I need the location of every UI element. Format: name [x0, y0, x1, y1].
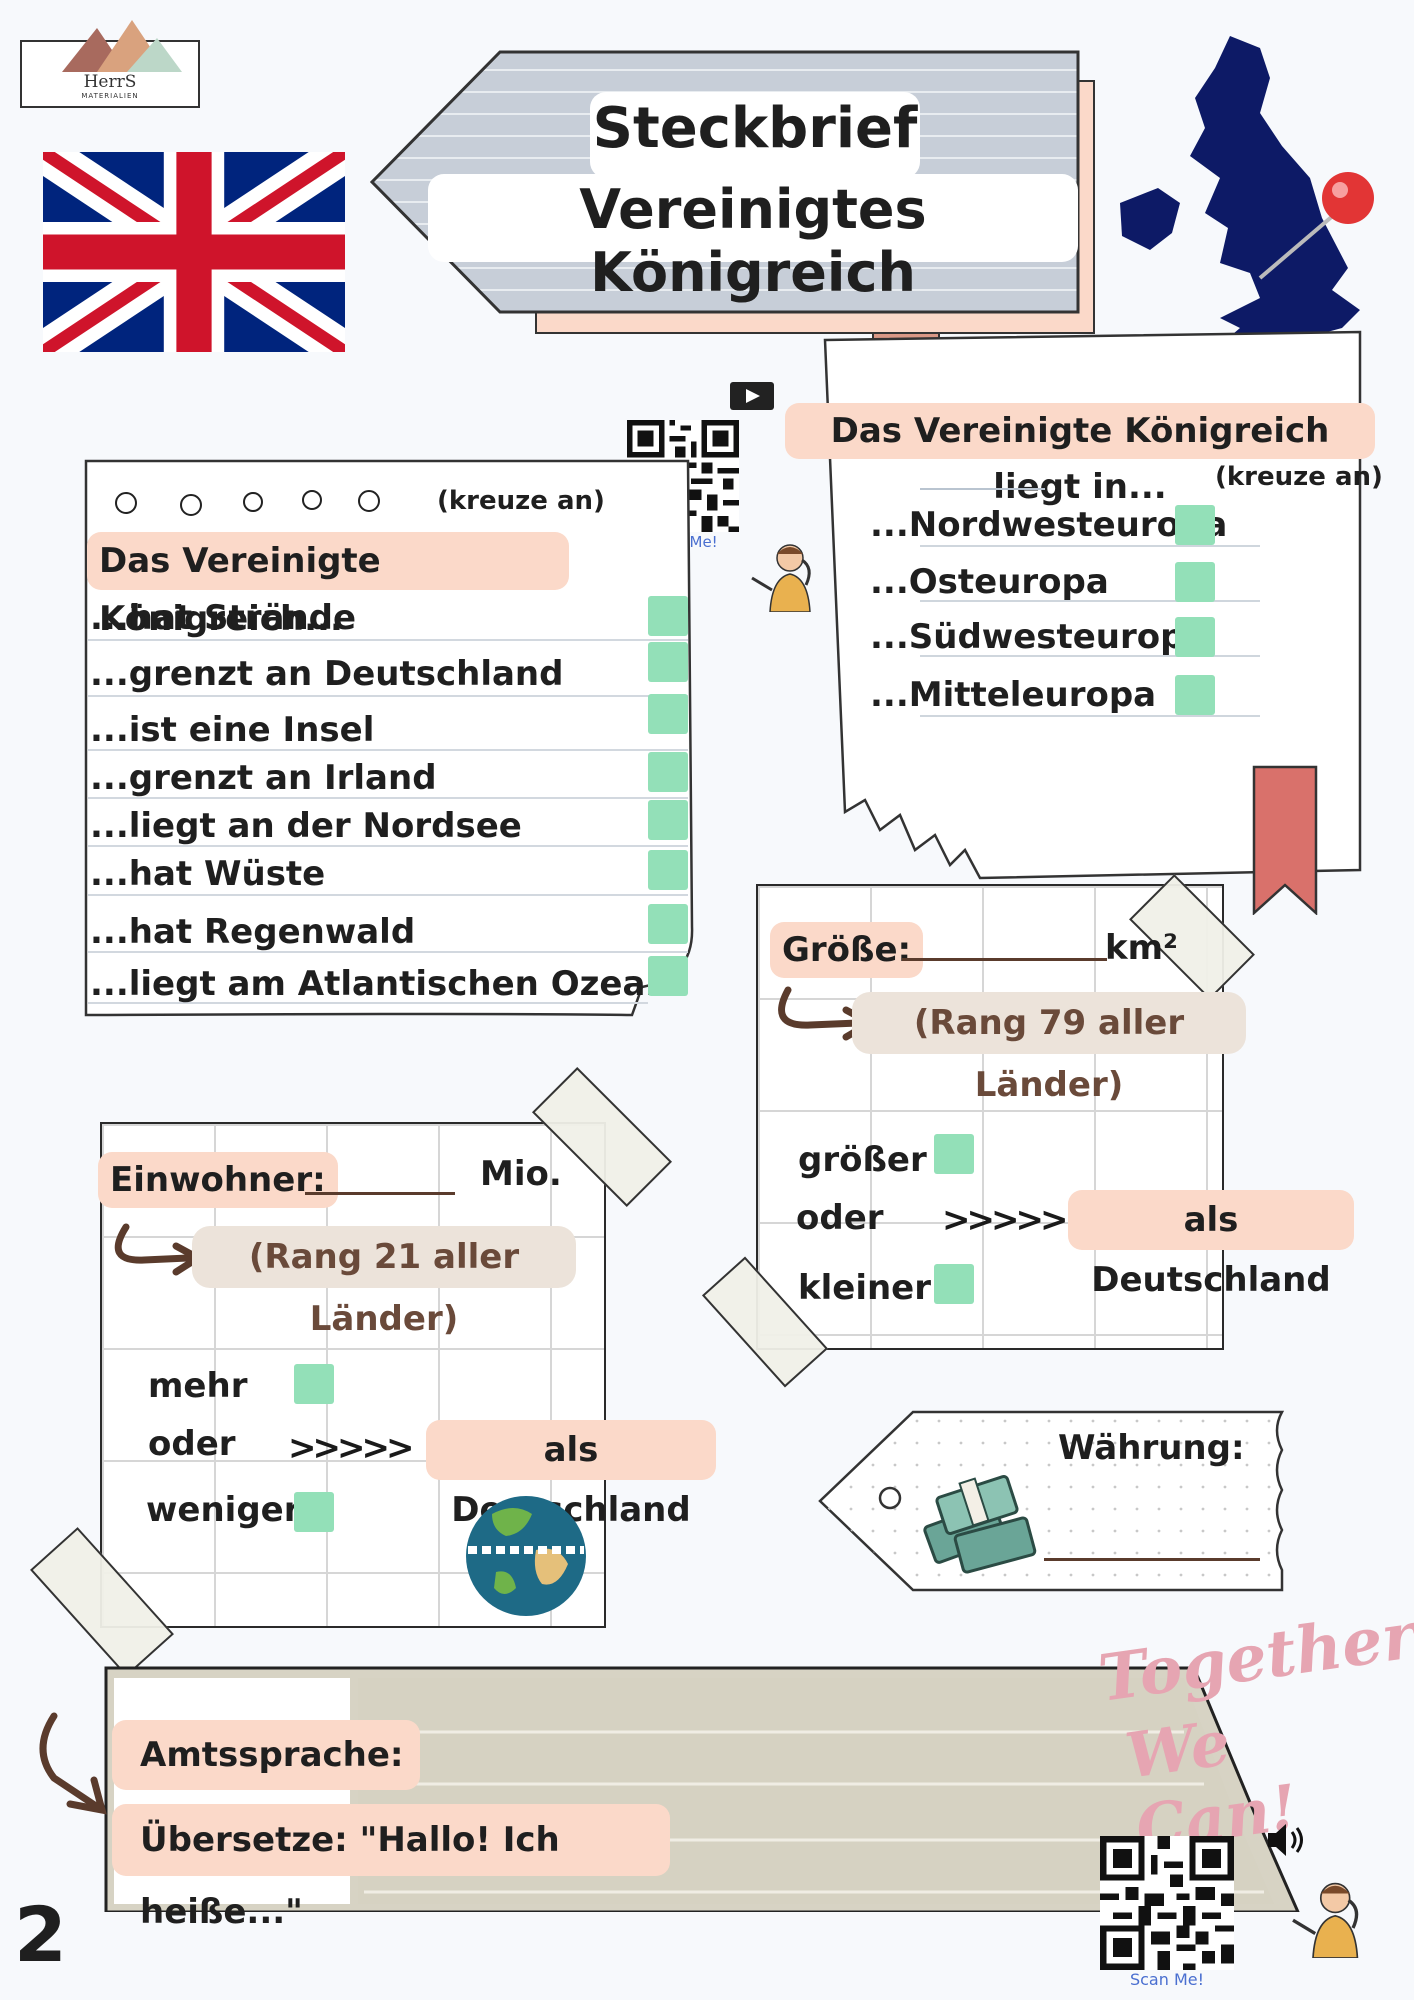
checkbox-nordwesteuropa[interactable]	[1175, 505, 1215, 545]
location-rule	[920, 600, 1260, 602]
population-more: mehr	[148, 1366, 248, 1406]
fact-checkbox[interactable]	[648, 956, 688, 996]
facts-rule	[88, 749, 688, 751]
currency-label: Währung:	[1058, 1428, 1245, 1468]
population-or: oder	[148, 1424, 236, 1464]
facts-list: ...hat Strände ...grenzt an Deutschland …	[88, 594, 700, 1014]
speaker-icon	[1268, 1824, 1303, 1856]
fact-item: ...grenzt an Irland	[90, 758, 437, 798]
page-number: 2	[14, 1890, 67, 1979]
title-line2: Vereinigtes Königreich	[579, 178, 927, 304]
globe-people-icon	[466, 1496, 586, 1616]
size-smaller: kleiner	[798, 1268, 932, 1308]
fact-item: ...hat Regenwald	[90, 912, 416, 952]
checkbox-suedwesteuropa[interactable]	[1175, 617, 1215, 657]
circle-dot	[358, 490, 380, 512]
fact-checkbox[interactable]	[648, 694, 688, 734]
facts-rule	[88, 639, 688, 641]
population-label: Einwohner:	[98, 1152, 338, 1208]
fact-item: ...grenzt an Deutschland	[90, 654, 564, 694]
uk-map-icon	[1120, 36, 1374, 373]
union-jack-flag-icon	[43, 152, 345, 352]
qr-bottom-label: Scan Me!	[1129, 1970, 1205, 1989]
facts-rule	[88, 951, 688, 953]
fact-checkbox[interactable]	[648, 596, 688, 636]
fact-checkbox[interactable]	[648, 904, 688, 944]
facts-rule	[88, 894, 688, 896]
circle-dot	[302, 490, 322, 510]
fact-item: ...liegt an der Nordsee	[90, 806, 522, 846]
checkbox-bigger[interactable]	[934, 1134, 974, 1174]
size-label: Größe:	[770, 922, 924, 978]
size-answer-line[interactable]	[902, 958, 1107, 961]
logo: HerrS MATERIALIEN	[20, 20, 200, 108]
population-answer-line[interactable]	[305, 1192, 455, 1195]
location-rule	[920, 545, 1260, 547]
curved-arrow-icon	[39, 1712, 107, 1815]
location-paper	[823, 330, 1362, 880]
bookmark-ribbon-icon	[1252, 765, 1318, 915]
circle-dot	[115, 492, 137, 514]
circle-dot	[180, 494, 202, 516]
population-rank: (Rang 21 aller Länder)	[192, 1226, 576, 1339]
circle-dot	[243, 492, 263, 512]
size-rank: (Rang 79 aller Länder)	[852, 992, 1246, 1105]
thinking-boy-icon	[751, 544, 811, 612]
location-list: ...Nordwesteuropa ...Osteuropa ...Südwes…	[870, 505, 1270, 730]
thinking-boy-icon	[1292, 1882, 1359, 1958]
population-less: weniger	[146, 1490, 301, 1530]
fact-checkbox[interactable]	[648, 642, 688, 682]
facts-dots	[115, 490, 395, 516]
location-underline	[920, 488, 1045, 490]
population-arrows: >>>>>	[288, 1428, 414, 1468]
checkbox-more[interactable]	[294, 1364, 334, 1404]
checkbox-mitteleuropa[interactable]	[1175, 675, 1215, 715]
facts-rule	[88, 845, 688, 847]
title-line1: Steckbrief	[592, 96, 918, 161]
title-line1-bg	[590, 92, 920, 178]
money-stack-icon	[923, 1475, 1037, 1574]
language-label: Amtssprache:	[112, 1720, 420, 1790]
location-option-mitteleuropa: ...Mitteleuropa	[870, 675, 1157, 715]
size-arrows: >>>>>	[942, 1200, 1068, 1240]
mountain-logo-icon	[62, 20, 182, 72]
checkbox-smaller[interactable]	[934, 1264, 974, 1304]
facts-heading: Das Vereinigte Königreich...	[87, 532, 569, 639]
title-line2-bg	[428, 174, 1078, 262]
logo-text: HerrS	[83, 72, 137, 92]
currency-answer-line[interactable]	[1044, 1558, 1260, 1561]
facts-hint: (kreuze an)	[437, 486, 605, 516]
size-or: oder	[796, 1198, 884, 1238]
location-option-suedwesteuropa: ...Südwesteuropa	[870, 617, 1208, 657]
location-heading: Das Vereinigte Königreich liegt in...	[785, 403, 1375, 507]
logo-subtitle: MATERIALIEN	[81, 92, 139, 100]
fact-checkbox[interactable]	[648, 850, 688, 890]
video-icon	[730, 382, 774, 410]
curved-arrow-icon	[114, 1223, 204, 1276]
fact-item: ...liegt am Atlantischen Ozean	[90, 964, 670, 1004]
location-option-nordwesteuropa: ...Nordwesteuropa	[870, 505, 1228, 545]
fact-checkbox[interactable]	[648, 800, 688, 840]
location-hint: (kreuze an)	[1215, 462, 1383, 492]
qr-code-bottom[interactable]	[1100, 1836, 1234, 1970]
location-option-osteuropa: ...Osteuropa	[870, 562, 1109, 602]
fact-checkbox[interactable]	[648, 752, 688, 792]
size-compare: als Deutschland	[1068, 1190, 1354, 1300]
population-compare: als Deutschland	[426, 1420, 716, 1530]
population-unit: Mio.	[480, 1154, 562, 1194]
fact-item: ...hat Wüste	[90, 854, 326, 894]
checkbox-osteuropa[interactable]	[1175, 562, 1215, 602]
facts-rule	[88, 1002, 648, 1004]
fact-item: ...hat Strände	[90, 598, 357, 638]
facts-rule	[88, 797, 688, 799]
fact-item: ...ist eine Insel	[90, 710, 375, 750]
size-bigger: größer	[798, 1140, 927, 1180]
facts-rule	[88, 695, 688, 697]
language-translate: Übersetze: "Hallo! Ich heiße..."	[112, 1804, 670, 1932]
location-rule	[920, 655, 1260, 657]
checkbox-less[interactable]	[294, 1492, 334, 1532]
location-rule	[920, 715, 1260, 717]
size-unit: km²	[1105, 928, 1178, 968]
